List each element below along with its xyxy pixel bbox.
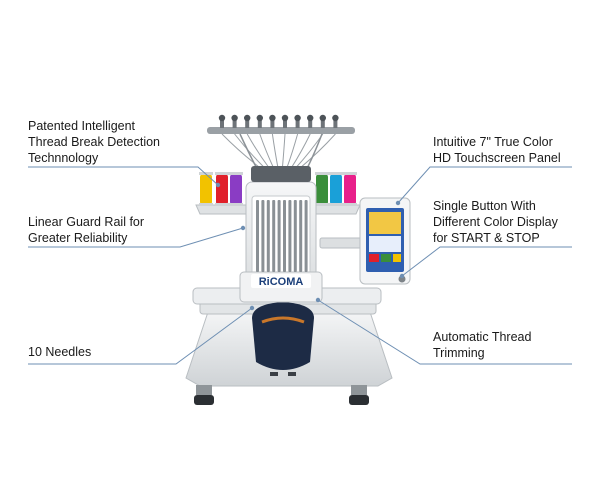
callout-text-line: for START & STOP xyxy=(433,231,540,245)
callout-text-line: Thread Break Detection xyxy=(28,135,161,149)
needle-bar xyxy=(266,200,270,272)
tension-knob xyxy=(218,114,261,169)
callout-text-line: Trimming xyxy=(433,346,485,360)
brand-logo: RiCOMA xyxy=(259,276,304,288)
tension-knob xyxy=(299,114,339,169)
callout-linear-guard-rail: Linear Guard Rail for Greater Reliabilit… xyxy=(28,214,144,246)
tension-knob xyxy=(256,114,275,169)
tension-knob xyxy=(286,114,301,169)
needle-bar xyxy=(288,200,292,272)
tension-knob xyxy=(269,114,279,169)
callout-touchscreen-panel: Intuitive 7" True Color HD Touchscreen P… xyxy=(433,134,561,166)
thread-stand xyxy=(207,114,355,182)
callout-automatic-trimming: Automatic Thread Trimming xyxy=(433,329,531,361)
callout-leader-lines xyxy=(28,166,572,365)
thread-spool xyxy=(315,172,329,206)
thread-spool xyxy=(329,172,343,206)
callout-text-line: Technnology xyxy=(28,151,99,165)
leader-line xyxy=(399,246,572,279)
callout-text-line: Linear Guard Rail for xyxy=(28,215,145,229)
callout-single-button: Single Button With Different Color Displ… xyxy=(433,198,558,246)
leader-line xyxy=(28,166,221,188)
leader-line xyxy=(395,166,572,206)
thread-spool xyxy=(215,172,229,206)
leader-line xyxy=(28,305,255,365)
callout-text-line: Single Button With xyxy=(433,199,536,213)
brand-badge: RiCOMA xyxy=(251,274,311,288)
touchscreen-panel xyxy=(359,197,411,285)
needle-bar xyxy=(293,200,297,272)
needle-bar xyxy=(299,200,303,272)
needle-bar xyxy=(277,200,281,272)
thread-spool xyxy=(343,172,357,206)
callout-text-line: Greater Reliability xyxy=(28,231,128,245)
needle-bars xyxy=(256,200,308,272)
callout-text-line: Patented Intelligent xyxy=(28,119,136,133)
callout-text-line: Different Color Display xyxy=(433,215,558,229)
callout-text-line: Intuitive 7" True Color xyxy=(433,135,553,149)
tension-knob xyxy=(281,114,289,169)
needle-bar xyxy=(261,200,265,272)
callout-text-line: Automatic Thread xyxy=(433,330,532,344)
tension-knob xyxy=(290,114,314,169)
callout-text-line: 10 Needles xyxy=(28,345,92,359)
thread-spools xyxy=(199,172,357,206)
cap-on-frame xyxy=(252,302,314,376)
needle-bar xyxy=(256,200,259,272)
needle-bar xyxy=(283,200,286,272)
needle-bar xyxy=(272,200,276,272)
callout-10-needles: 10 Needles xyxy=(28,344,91,360)
needle-bar xyxy=(304,200,308,272)
tension-knob xyxy=(244,114,270,169)
callout-text-line: HD Touchscreen Panel xyxy=(433,151,561,165)
leader-line xyxy=(28,225,246,248)
thread-spool xyxy=(199,172,213,206)
callout-thread-break-detection: Patented Intelligent Thread Break Detect… xyxy=(28,118,160,166)
thread-spool xyxy=(229,172,243,206)
leader-line xyxy=(315,297,572,365)
